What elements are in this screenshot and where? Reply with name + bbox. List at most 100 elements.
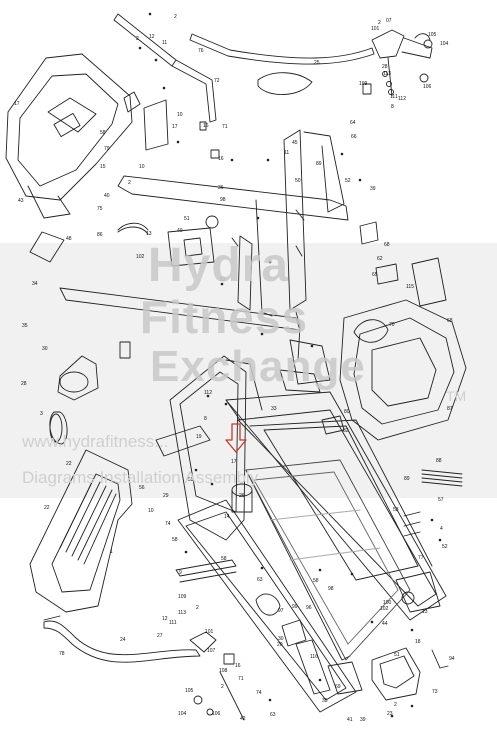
part-number-label: 79 (104, 146, 110, 152)
part-number-label: 28 (382, 64, 388, 70)
part-number-label: 28 (21, 381, 27, 387)
watermark-line1: Hydra (148, 239, 290, 292)
part-number-label: 2 (196, 605, 199, 611)
part-number-label: 4 (440, 526, 443, 532)
part-number-label: 57 (438, 497, 444, 503)
part-number-label: 87 (447, 406, 453, 412)
part-number-label: 109 (178, 594, 187, 600)
watermark-tagline: Diagrams Installation Assembly (22, 468, 259, 487)
motor-hood (29, 449, 133, 613)
part-number-label: 105 (428, 32, 437, 38)
part-number-label: 58 (313, 578, 319, 584)
part-number-label: 34 (32, 281, 38, 287)
part-number-label: 2 (378, 20, 381, 26)
part-number-label: 75 (97, 206, 103, 212)
part-number-label: 64 (350, 120, 356, 126)
part-number-label: 10 (148, 508, 154, 514)
drive-motor (49, 341, 131, 445)
part-number-label: 112 (398, 96, 406, 102)
part-number-label: 29 (163, 493, 169, 499)
motor-area (117, 215, 467, 441)
part-number-label: 33 (271, 406, 277, 412)
part-number-label: 43 (18, 198, 24, 204)
part-number-label: 115 (406, 284, 414, 290)
part-number-label: 3 (40, 411, 43, 417)
part-number-label: 71 (222, 124, 228, 130)
part-number-label: 1 (110, 549, 113, 555)
part-number-label: 80 (344, 409, 350, 415)
part-number-label: 68 (384, 242, 390, 248)
part-number-label: 77 (418, 555, 424, 561)
part-number-label: 19 (196, 434, 202, 440)
part-number-label: 13 (422, 609, 428, 615)
part-number-label: 113 (178, 610, 186, 616)
part-number-label: 25 (314, 60, 320, 66)
fastener-dots (138, 12, 442, 718)
rear-roller (327, 571, 441, 701)
part-number-label: 88 (436, 458, 442, 464)
deck-frame (155, 355, 447, 713)
part-number-label: 109 (359, 81, 368, 87)
part-number-label: 52 (345, 178, 351, 184)
part-number-label: 111 (169, 620, 177, 626)
part-number-label: 17 (172, 124, 178, 130)
part-number-label: 53 (393, 507, 399, 513)
part-number-label: 40 (177, 228, 183, 234)
part-number-label: 52 (442, 544, 448, 550)
part-number-label: 35 (22, 323, 28, 329)
part-number-label: 12 (149, 34, 155, 40)
part-number-label: 58 (188, 477, 194, 483)
part-number-label: 70 (389, 322, 395, 328)
part-number-label: 2 (394, 702, 397, 708)
part-number-label: 98 (328, 586, 334, 592)
part-number-label: 30 (42, 346, 48, 352)
part-number-label: 58 (221, 556, 227, 562)
part-number-label: 66 (351, 134, 357, 140)
part-number-label: 07 (386, 18, 392, 24)
watermark-line3: Exchange (150, 342, 366, 391)
part-number-label: 89 (404, 476, 410, 482)
part-number-label: 73 (432, 689, 438, 695)
part-number-label: 63 (270, 712, 276, 718)
part-number-label: 30 (278, 636, 284, 642)
part-number-label: 23 (387, 711, 393, 717)
part-number-label: 76 (198, 48, 204, 54)
part-number-label: 2 (136, 36, 139, 42)
part-number-label: 50 (295, 178, 301, 184)
part-number-label: 105 (185, 688, 194, 694)
part-number-label: 56 (139, 485, 145, 491)
part-number-label: 69 (335, 684, 341, 690)
part-number-label: 58 (172, 537, 178, 543)
part-number-label: 20 (277, 642, 283, 648)
part-number-label: 2 (221, 684, 224, 690)
part-number-label: 16 (218, 156, 224, 162)
part-number-label: 98 (220, 197, 226, 203)
part-number-label: 41 (347, 717, 353, 723)
running-deck (245, 459, 411, 661)
part-callouts: 2767225101072105104106109113281121118174… (14, 14, 455, 723)
part-number-label: 2 (128, 180, 131, 186)
part-number-label: 36 (218, 185, 224, 191)
part-number-label: 97 (278, 608, 284, 614)
part-number-label: 17 (231, 459, 237, 465)
part-number-label: 106 (423, 84, 432, 90)
part-number-label: 8 (204, 416, 207, 422)
part-number-label: 78 (59, 651, 65, 657)
part-number-label: 16 (235, 663, 241, 669)
incline-motor (175, 483, 331, 695)
part-number-label: 27 (157, 633, 163, 639)
upper-handrail-assembly (113, 13, 433, 159)
part-number-label: 107 (207, 648, 216, 654)
part-number-label: 17 (14, 101, 20, 107)
part-number-label: 42 (240, 716, 246, 722)
part-number-label: 12 (162, 616, 168, 622)
part-number-label: 106 (212, 711, 221, 717)
part-number-label: 15 (100, 164, 106, 170)
part-number-label: 74 (256, 690, 262, 696)
part-number-label: 104 (440, 41, 449, 47)
part-number-label: 102 (136, 254, 145, 260)
part-number-label: 14 (224, 514, 230, 520)
console-assembly (5, 53, 169, 263)
